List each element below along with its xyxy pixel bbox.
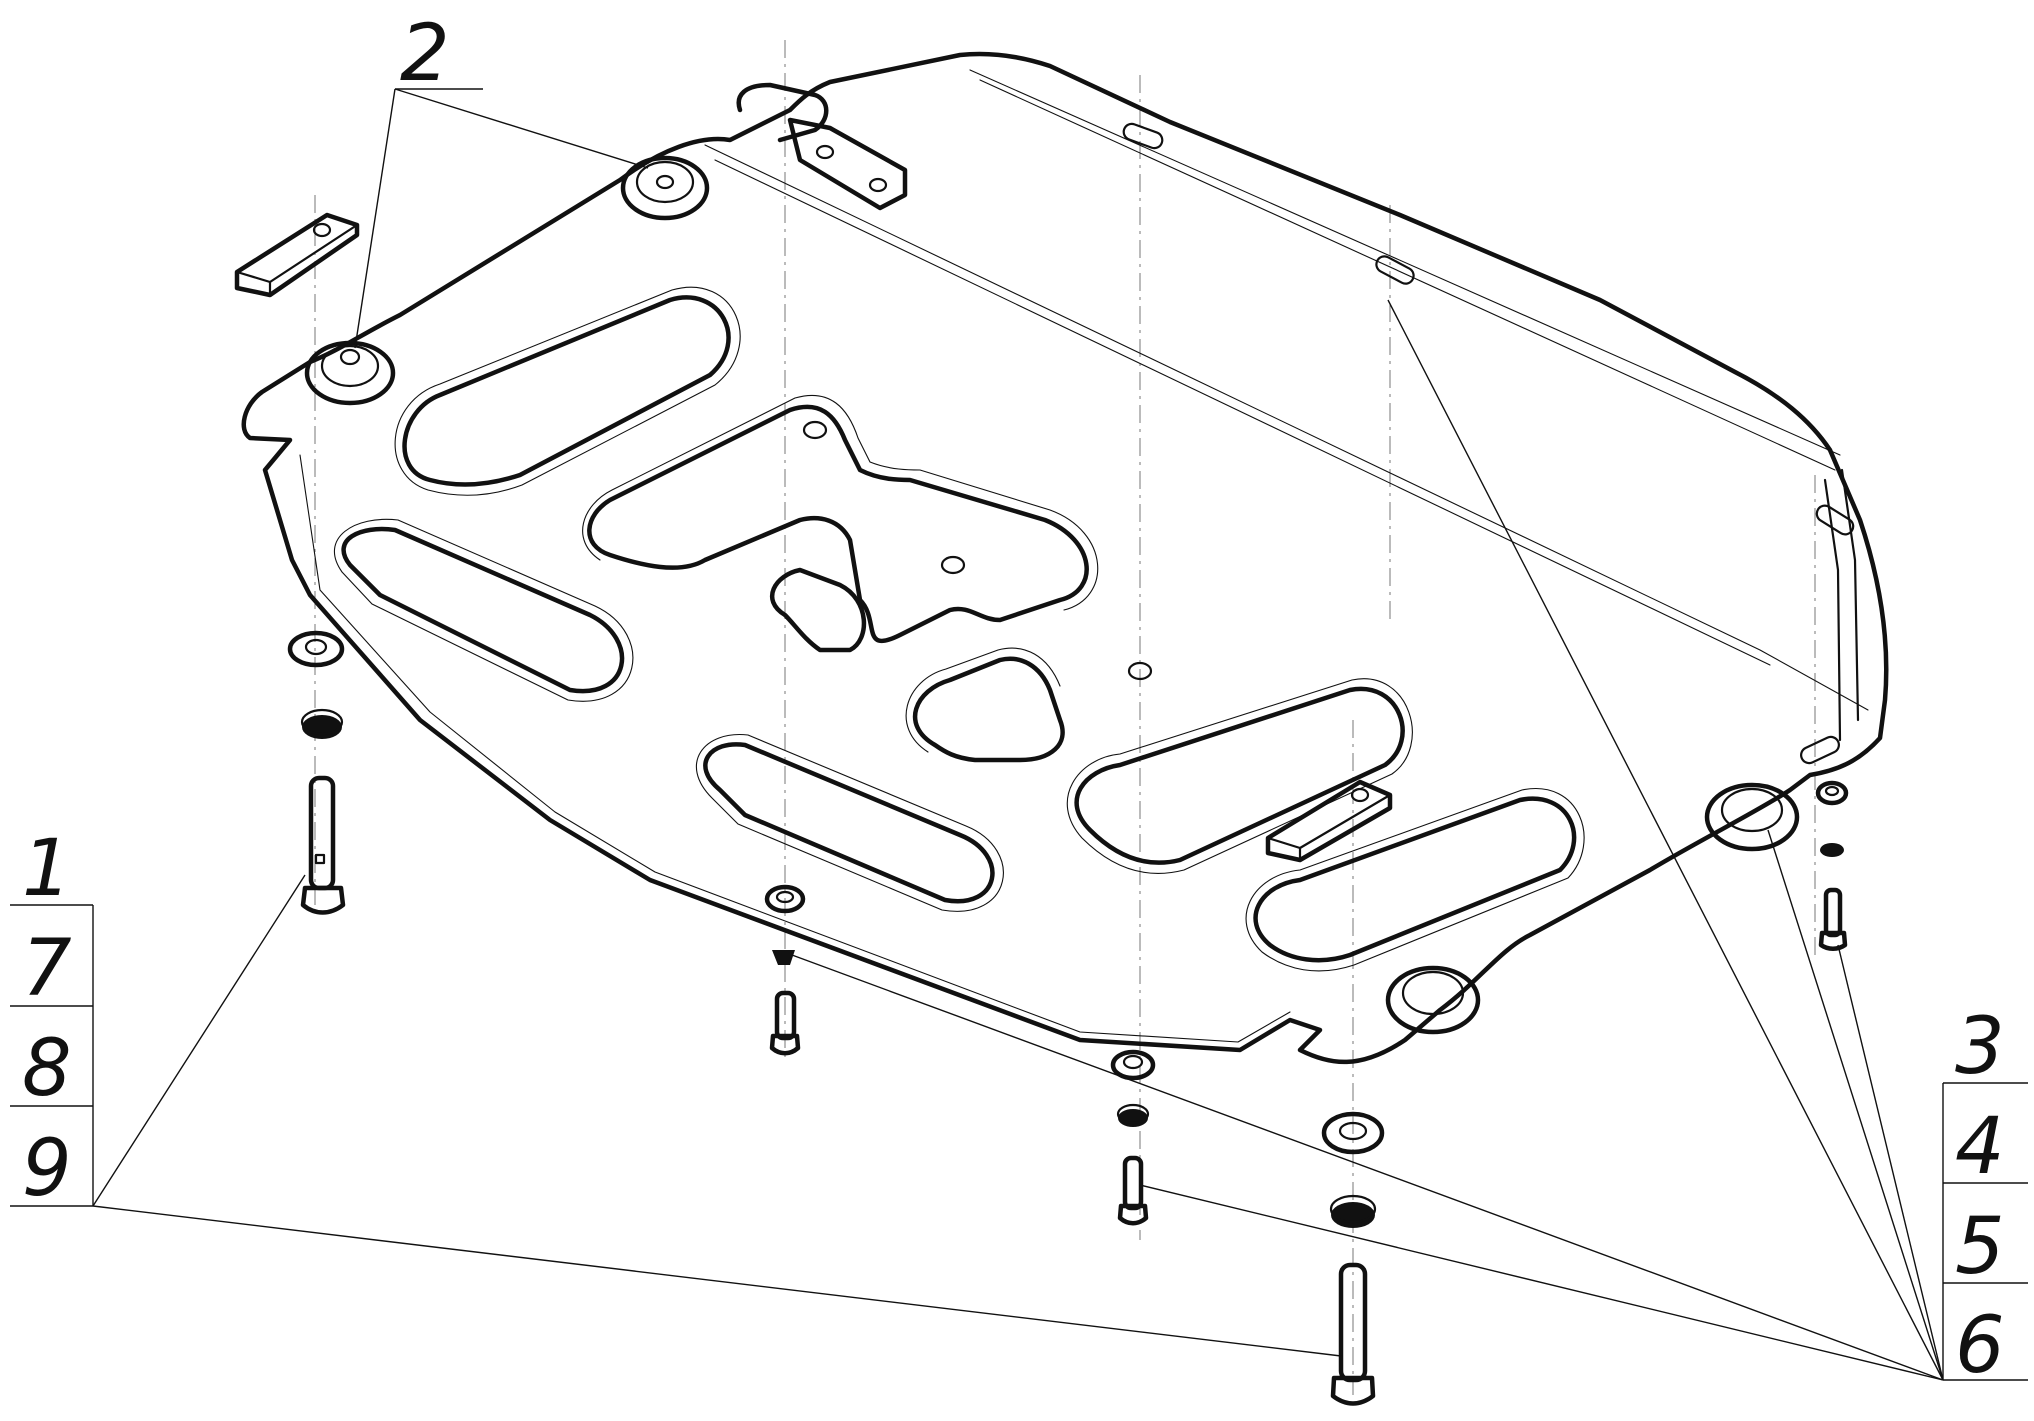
callout-2-group: 2 xyxy=(400,9,450,99)
bushing xyxy=(620,155,710,221)
mount-holes xyxy=(802,122,1855,765)
oval-opening xyxy=(1245,788,1585,972)
nut-plate-left xyxy=(234,212,360,298)
callout-3: 3 xyxy=(1955,1002,2005,1092)
callout-4: 4 xyxy=(1955,1102,2005,1192)
bushing xyxy=(304,340,396,406)
stepped-opening xyxy=(582,394,1099,644)
bushing xyxy=(1704,782,1800,852)
oval-opening xyxy=(1066,678,1413,874)
oval-opening xyxy=(695,733,1004,912)
fastener-stack-front-right xyxy=(1321,1111,1385,1406)
axis-lines xyxy=(314,40,1816,1395)
callout-table-left: 1 7 8 9 xyxy=(10,824,94,1214)
oval-opening xyxy=(905,647,1065,763)
nut-plate-right xyxy=(1265,779,1393,863)
callout-9: 9 xyxy=(22,1124,72,1214)
oval-opening xyxy=(394,286,741,496)
skid-plate xyxy=(241,51,1889,1065)
callout-2: 2 xyxy=(400,9,450,99)
fastener-stack-middle xyxy=(1110,1049,1156,1226)
emboss-openings xyxy=(334,286,1585,972)
fastener-stack-rear-right xyxy=(1815,780,1849,951)
oval-opening xyxy=(334,518,634,702)
slot-opening xyxy=(770,567,867,653)
front-bracket xyxy=(736,82,908,211)
callout-5: 5 xyxy=(1955,1202,2005,1292)
callout-7: 7 xyxy=(22,924,72,1014)
leader-lines xyxy=(92,88,1944,1381)
callout-8: 8 xyxy=(22,1024,72,1114)
bushings xyxy=(304,155,1800,1035)
callout-6: 6 xyxy=(1955,1301,2005,1391)
callout-1: 1 xyxy=(22,824,72,914)
callout-table-right: 3 4 5 6 xyxy=(1942,1002,2028,1391)
fastener-stack-center xyxy=(764,884,806,1056)
bushing xyxy=(1385,965,1481,1035)
fastener-stack-left xyxy=(287,630,346,915)
